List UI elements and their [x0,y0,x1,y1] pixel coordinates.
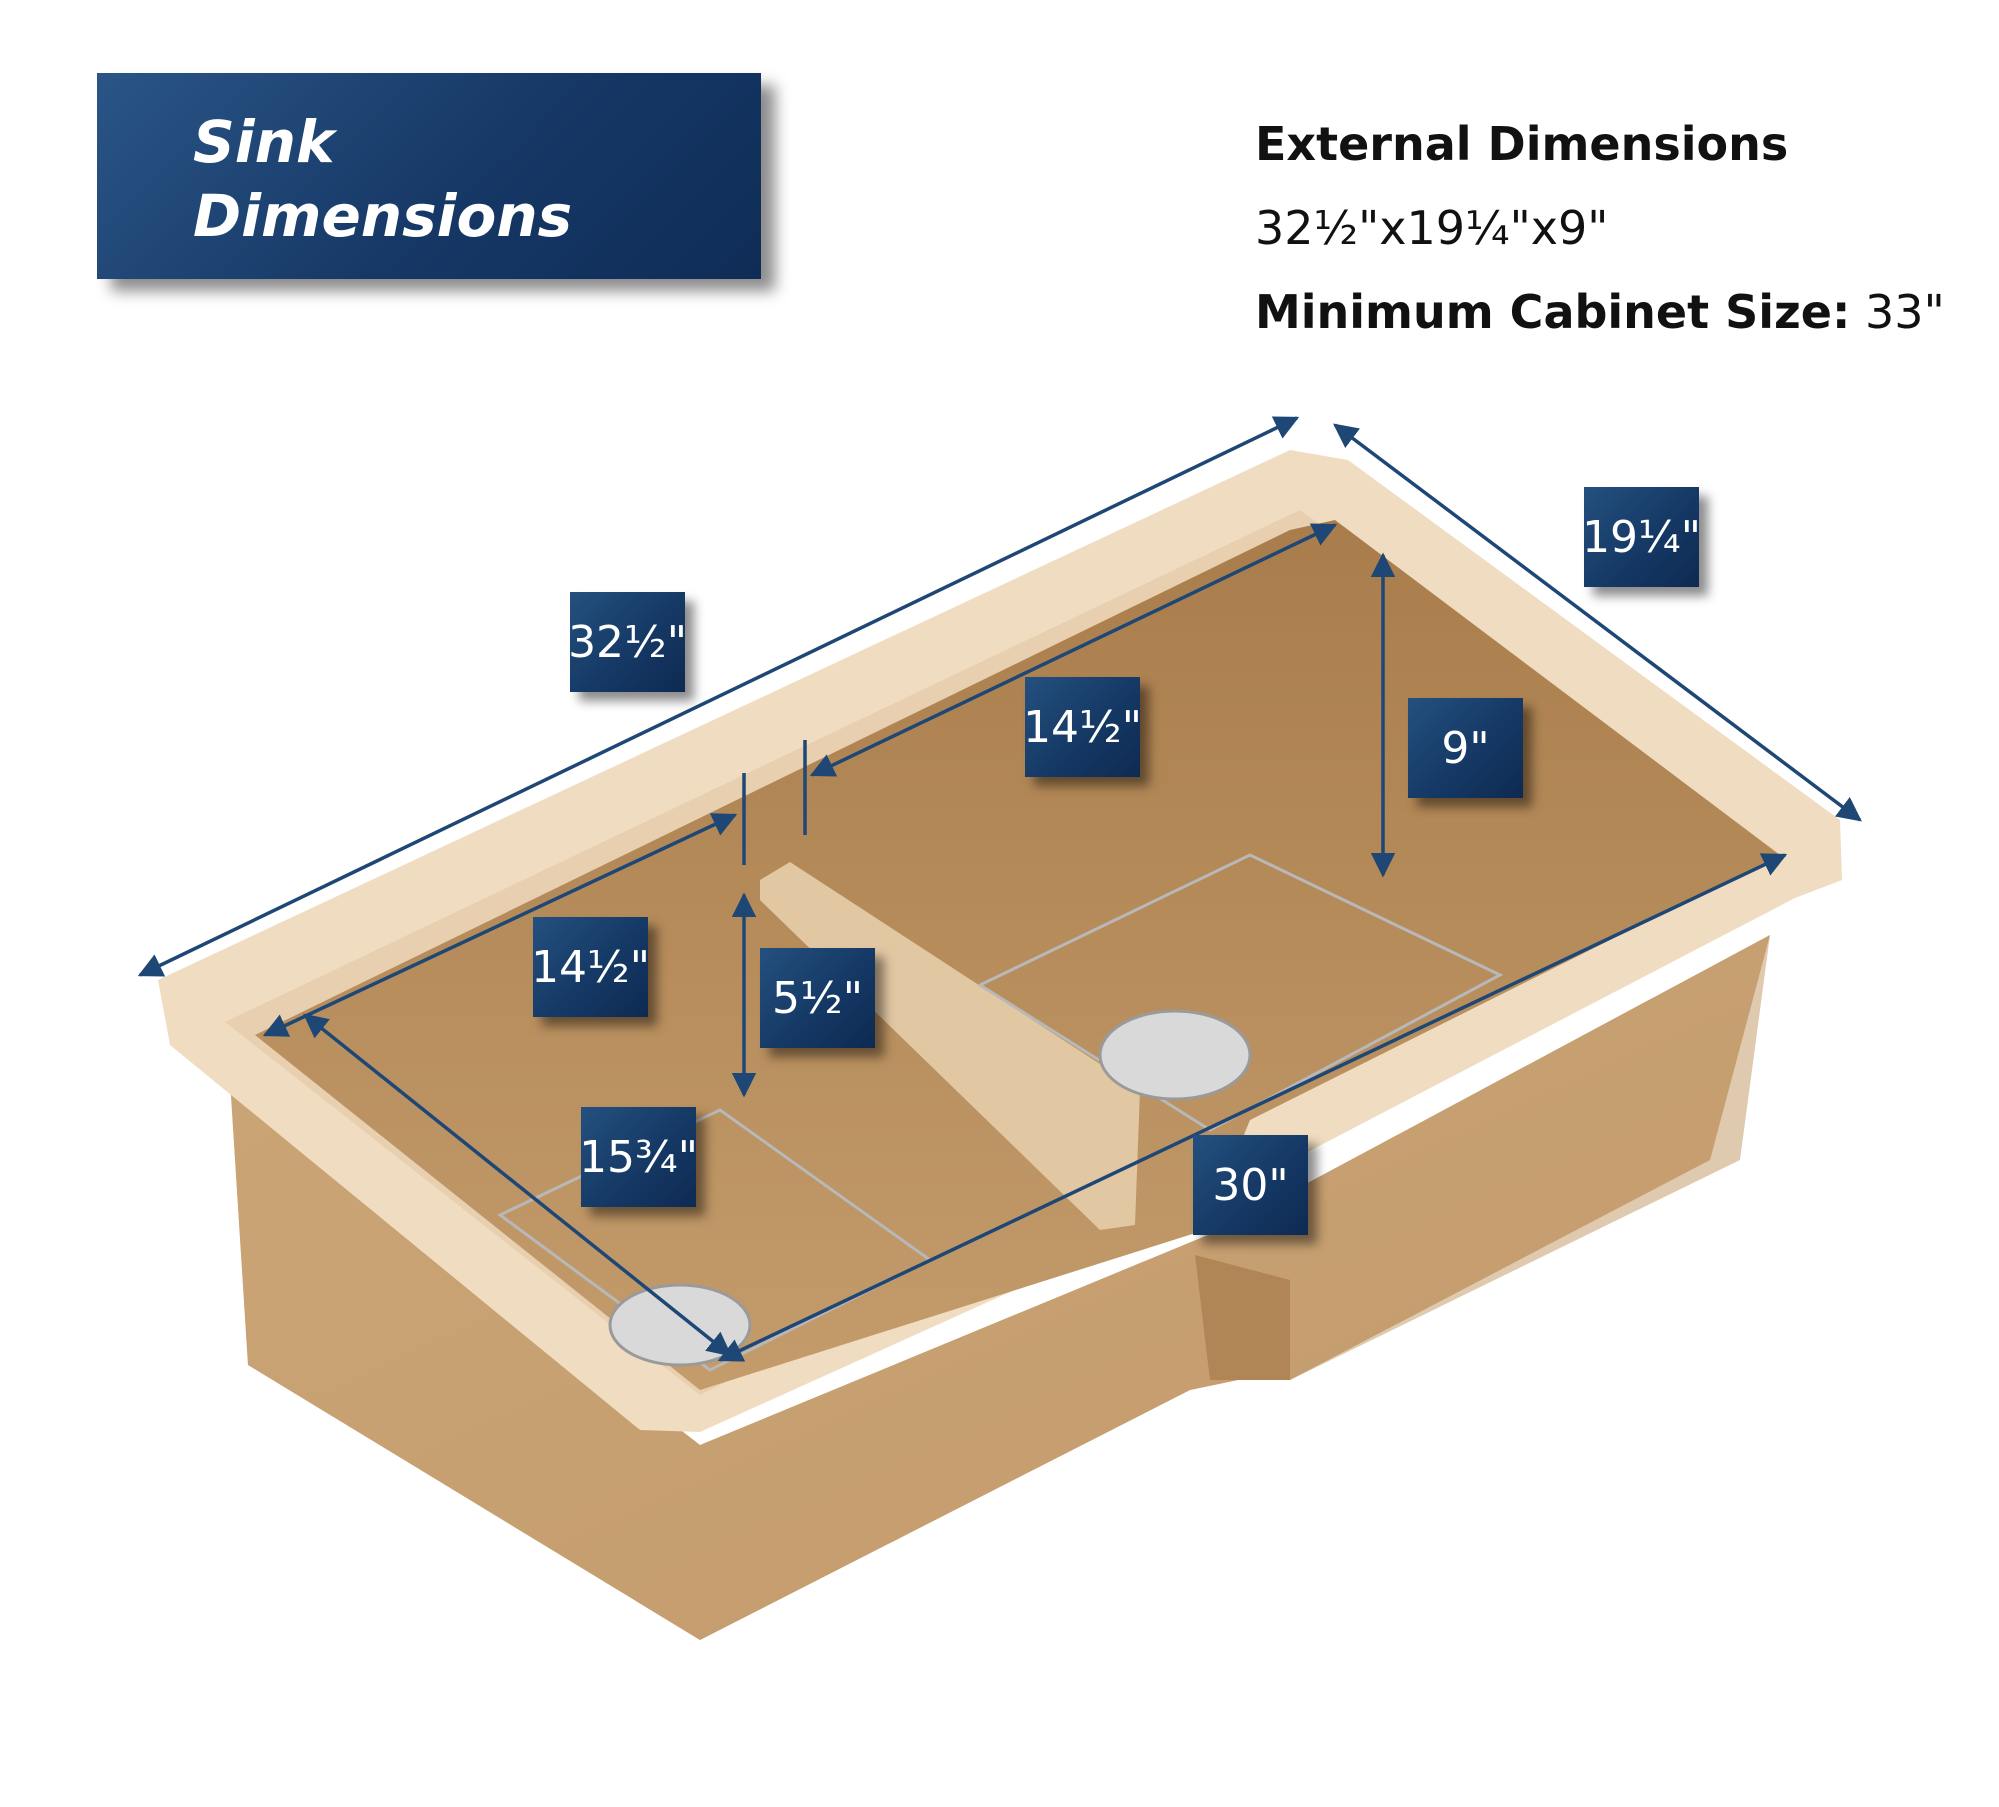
label-inner-length: 30" [1193,1135,1308,1235]
spec-heading: External Dimensions [1255,117,1789,171]
external-dimensions-spec: External Dimensions 32½"x19¼"x9" Minimum… [1255,113,1945,343]
left-bowl-length-arrow [262,813,738,1037]
label-right-bowl-length: 14½" [1023,677,1142,777]
label-overall-width: 19¼" [1582,487,1701,587]
spec-cabinet-label: Minimum Cabinet Size: [1255,285,1851,339]
title-banner: Sink Dimensions [97,73,761,279]
title-line-1: Sink [193,108,335,176]
label-left-bowl-width: 15¾" [579,1107,698,1207]
label-left-bowl-length: 14½" [531,917,650,1017]
spec-external-size: 32½"x19¼"x9" [1255,201,1609,255]
inner-length-arrow [717,853,1788,1362]
right-bowl-length-arrow [809,523,1338,777]
dimension-lines [137,416,1862,1362]
page-title: Sink Dimensions [193,105,572,253]
label-overall-length: 32½" [568,592,687,692]
spec-cabinet-size: Minimum Cabinet Size: 33" [1255,281,1945,343]
label-bowl-depth: 9" [1408,698,1523,798]
label-divider-depth: 5½" [760,948,875,1048]
title-line-2: Dimensions [193,182,573,250]
spec-cabinet-value: 33" [1865,285,1945,339]
left-bowl-width-arrow [303,1013,732,1357]
overall-width-arrow [1333,423,1862,822]
